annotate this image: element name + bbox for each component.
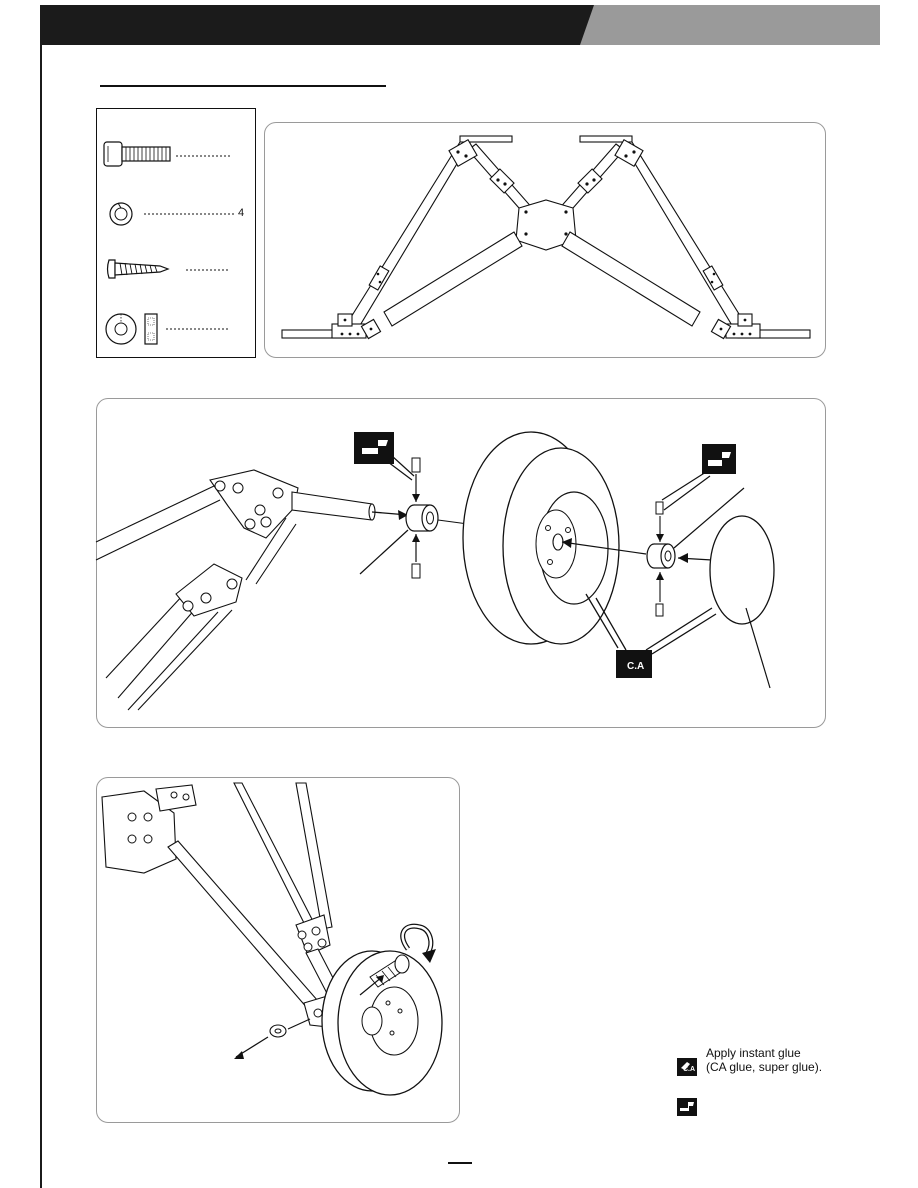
threadlock-icon-right xyxy=(702,444,736,474)
ca-glue-label-diagram: C.A xyxy=(627,661,644,672)
tapping-screw-icon xyxy=(108,260,169,278)
legend-ca-icon-label: C.A xyxy=(683,1066,695,1073)
legend-ca-line1: Apply instant glue xyxy=(706,1046,822,1060)
right-wheel-collar xyxy=(647,544,675,568)
landing-gear-overview-diagram xyxy=(264,122,826,358)
washer-quantity: 4 xyxy=(238,207,244,219)
page-margin-line xyxy=(40,45,42,1188)
cap-screw-icon xyxy=(104,142,170,166)
legend-ca-icon: C.A xyxy=(677,1058,697,1076)
wheel-hub-cap xyxy=(710,516,774,624)
legend-ca-line2: (CA glue, super glue). xyxy=(706,1060,822,1074)
wheel-assembly-diagram xyxy=(96,398,826,728)
page-number-rule xyxy=(448,1162,472,1164)
section-title-rule xyxy=(100,85,386,87)
legend-ca-text: Apply instant glue (CA glue, super glue)… xyxy=(706,1046,822,1074)
header-bar-dark xyxy=(40,5,635,45)
main-wheel xyxy=(463,432,619,644)
parts-illustrations xyxy=(96,108,256,358)
wheel-install-diagram xyxy=(96,777,460,1123)
left-wheel-collar xyxy=(406,505,438,531)
header-bar-grey xyxy=(580,5,880,45)
legend-threadlock-icon xyxy=(677,1098,697,1116)
lock-washer-icon xyxy=(110,203,132,225)
wheel-collar-icon xyxy=(106,314,157,344)
